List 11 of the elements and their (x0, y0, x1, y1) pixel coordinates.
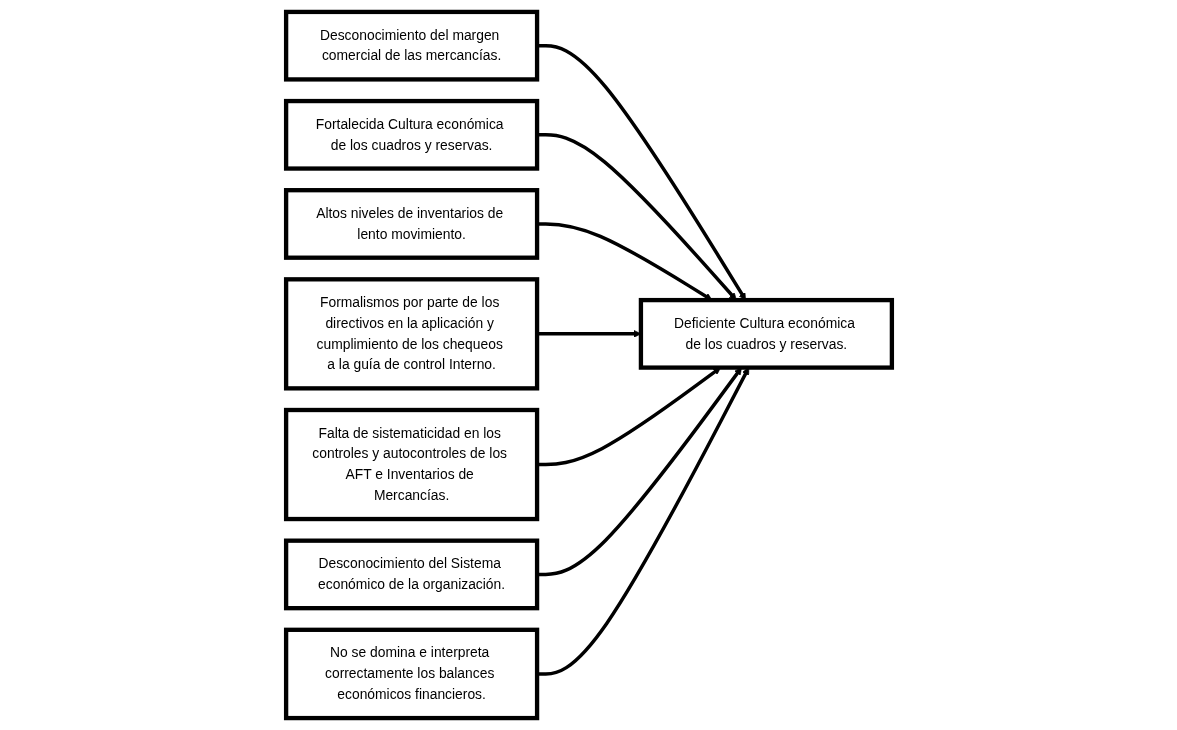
node-box: Desconocimiento del Sistema económico de la organización. (283, 538, 539, 611)
node-box: No se domina e interpreta correctamente los balances económicos financieros. (283, 627, 539, 721)
arrow (536, 367, 749, 676)
node-box: Desconocimiento del margen comercial de las mercancías. (283, 9, 539, 82)
node-box: Deficiente Cultura económica de los cuadros y reservas. (638, 297, 894, 370)
node-box: Falta de sistematicidad en los controles y autocontroles de los AFT e Inventarios de Mercancías. (283, 407, 539, 522)
arrow (536, 367, 721, 467)
arrow (536, 367, 742, 577)
node-box: Altos niveles de inventarios de lento movimiento. (283, 188, 539, 260)
node-box: Formalismos por parte de los directivos en la aplicación y cumplimiento de los chequeos a la guía de control Interno. (283, 277, 539, 391)
node-box: Fortalecida Cultura económica de los cuadros y reservas. (283, 98, 539, 171)
